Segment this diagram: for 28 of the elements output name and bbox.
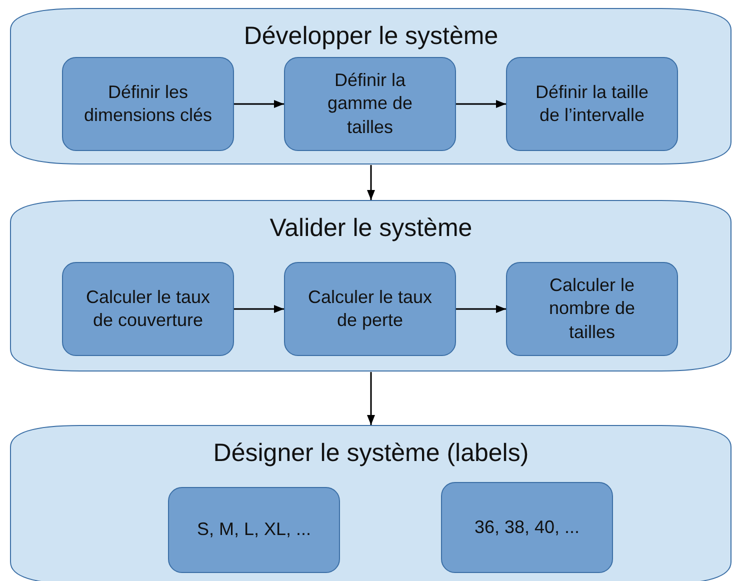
arrow	[456, 100, 506, 108]
stage-panel	[10, 200, 732, 372]
step-text: Définir les dimensions clés	[82, 80, 214, 127]
process-box	[284, 262, 456, 356]
process-box	[506, 262, 678, 356]
stage-title: Désigner le système (labels)	[212, 439, 530, 468]
step-text: S, M, L, XL, ...	[196, 518, 312, 542]
process-box	[62, 57, 234, 151]
arrow	[234, 100, 284, 108]
step-text: 36, 38, 40, ...	[473, 516, 581, 539]
step-text: Calculer le taux de couverture	[84, 286, 212, 332]
process-box	[168, 487, 340, 573]
arrow	[367, 165, 375, 200]
arrow	[367, 372, 375, 425]
step-text: Définir la taille de l’intervalle	[534, 80, 650, 127]
step-text: Définir la gamme de tailles	[326, 68, 414, 139]
stage-panel	[10, 8, 732, 165]
stage-panel	[10, 425, 732, 581]
arrow	[234, 305, 284, 313]
process-box	[284, 57, 456, 151]
step-text: Calculer le nombre de tailles	[548, 274, 636, 344]
process-box	[441, 482, 613, 573]
process-box	[62, 262, 234, 356]
arrow	[456, 305, 506, 313]
process-box	[506, 57, 678, 151]
step-text: Calculer le taux de perte	[306, 286, 434, 332]
stage-title: Développer le système	[242, 22, 500, 51]
stage-title: Valider le système	[268, 214, 474, 243]
